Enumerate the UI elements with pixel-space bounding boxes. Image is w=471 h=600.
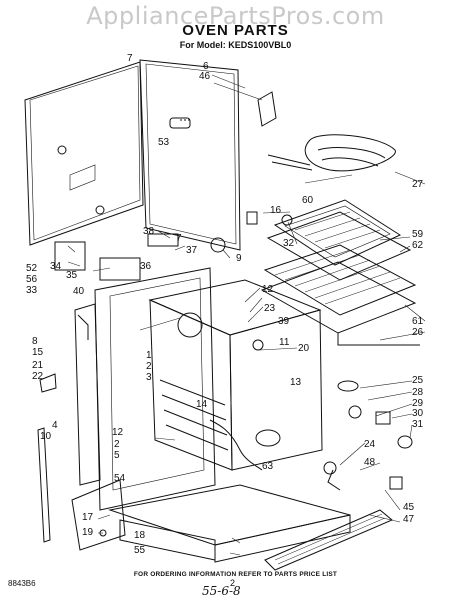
- callout-11: 11: [279, 337, 290, 348]
- broil-pan: [266, 199, 412, 281]
- document-id: 8843B6: [8, 579, 36, 588]
- callout-32: 32: [283, 238, 295, 249]
- ordering-note: FOR ORDERING INFORMATION REFER TO PARTS …: [133, 571, 338, 578]
- bottom-drawer-pan: [108, 484, 351, 563]
- callout-55: 55: [134, 545, 146, 556]
- callout-2: 2: [146, 361, 152, 372]
- callout-60: 60: [302, 195, 314, 206]
- callout-35: 35: [66, 270, 78, 281]
- callout-37: 37: [186, 245, 198, 256]
- callout-39: 39: [278, 316, 290, 327]
- callout-6: 6: [203, 61, 209, 72]
- vent-bracket: [257, 91, 277, 127]
- callout-24: 24: [364, 439, 376, 450]
- callout-5: 5: [114, 450, 120, 461]
- callout-33: 33: [26, 285, 38, 296]
- callout-31: 31: [412, 419, 424, 430]
- light-socket: [323, 380, 413, 491]
- callout-27: 27: [412, 179, 424, 190]
- callout-53: 53: [158, 137, 170, 148]
- callout-28: 28: [412, 387, 424, 398]
- model-line: For Model: KEDS100VBL0: [179, 40, 292, 50]
- callout-26: 26: [412, 327, 424, 338]
- rear-panel-right: [139, 59, 241, 251]
- callout-19: 19: [82, 527, 94, 538]
- callout-8: 8: [32, 336, 38, 347]
- callout-7b: 7: [176, 233, 182, 244]
- callout-17: 17: [82, 512, 94, 523]
- callout-15: 15: [32, 347, 44, 358]
- callout-12: 12: [262, 284, 274, 295]
- callout-22: 22: [32, 371, 44, 382]
- callout-10: 10: [40, 431, 52, 442]
- callout-9: 9: [236, 253, 242, 264]
- callout-59: 59: [412, 229, 424, 240]
- latch-8: [77, 314, 89, 340]
- callout-21: 21: [32, 360, 44, 371]
- side-trim: [37, 427, 51, 543]
- hinge-22: [39, 373, 57, 393]
- callout-48: 48: [364, 457, 376, 468]
- callout-46: 46: [199, 71, 211, 82]
- callout-52: 52: [26, 263, 38, 274]
- callout-20: 20: [298, 343, 310, 354]
- callout-12b: 12: [112, 427, 124, 438]
- callout-1: 1: [146, 350, 152, 361]
- callout-54: 54: [114, 473, 126, 484]
- front-frame: [74, 267, 216, 511]
- callout-14: 14: [196, 399, 208, 410]
- callout-30: 30: [412, 408, 424, 419]
- callout-2b: 2: [114, 439, 120, 450]
- callout-40: 40: [73, 286, 85, 297]
- callout-16: 16: [270, 205, 282, 216]
- callout-13: 13: [290, 377, 302, 388]
- callout-34: 34: [50, 261, 62, 272]
- page-number: 2: [230, 578, 236, 588]
- oven-cavity: [148, 279, 323, 471]
- wire-harness: [209, 419, 263, 471]
- callout-38: 38: [143, 226, 155, 237]
- callout-3: 3: [146, 372, 152, 383]
- callout-29: 29: [412, 398, 424, 409]
- oven-rack: [260, 244, 420, 346]
- callout-4: 4: [52, 420, 58, 431]
- callout-45: 45: [403, 502, 415, 513]
- handwritten-note: 55-6-8: [202, 584, 241, 598]
- diagram-title: OVEN PARTS: [182, 22, 289, 39]
- callout-18: 18: [134, 530, 146, 541]
- callout-23: 23: [264, 303, 276, 314]
- callout-47: 47: [403, 514, 415, 525]
- callout-36: 36: [140, 261, 152, 272]
- callout-7: 7: [127, 53, 133, 64]
- callout-25: 25: [412, 375, 424, 386]
- broil-element: [267, 134, 396, 172]
- door-hinge: [71, 479, 126, 551]
- callout-62: 62: [412, 240, 424, 251]
- callout-61: 61: [412, 316, 424, 327]
- kick-panel-vent: [264, 509, 393, 571]
- rear-panel-left: [24, 61, 144, 246]
- callout-56: 56: [26, 274, 38, 285]
- control-switches: [54, 211, 293, 281]
- callout-63: 63: [262, 461, 274, 472]
